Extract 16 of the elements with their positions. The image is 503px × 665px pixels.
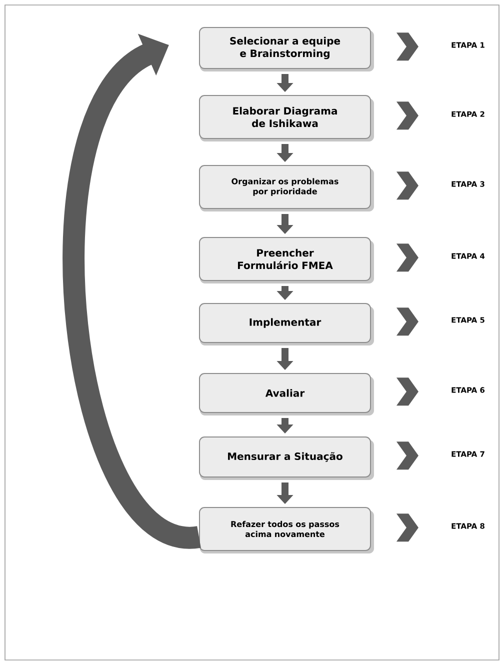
chevron [396, 442, 418, 470]
chevron [396, 102, 418, 130]
process-box: Elaborar Diagrama de Ishikawa [199, 95, 371, 139]
process-box: Implementar [199, 303, 371, 343]
chevron [396, 32, 418, 61]
chevron [396, 378, 418, 406]
process-box: Organizar os problemas por prioridade [199, 165, 371, 209]
chevron [396, 244, 418, 272]
process-box: Avaliar [199, 373, 371, 413]
process-box: Selecionar a equipe e Brainstorming [199, 27, 371, 69]
chevron [396, 514, 418, 542]
chevron [396, 308, 418, 336]
chevron [396, 172, 418, 200]
process-box: Preencher Formulário FMEA [199, 237, 371, 281]
process-box: Mensurar a Situação [199, 436, 371, 478]
process-box: Refazer todos os passos acima novamente [199, 507, 371, 551]
